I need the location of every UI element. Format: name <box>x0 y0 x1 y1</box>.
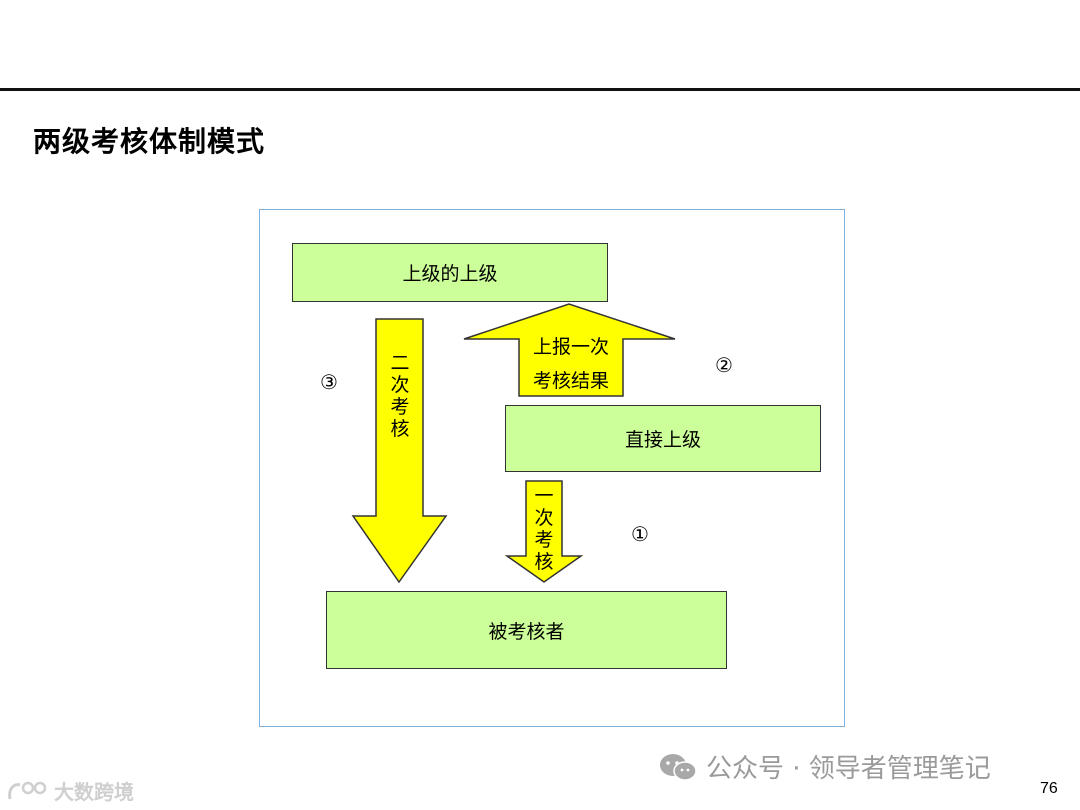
brand-watermark: 大数跨境 <box>6 776 134 805</box>
watermark-text: 公众号 · 领导者管理笔记 <box>706 754 991 784</box>
superior-of-superior-box: 上级的上级 <box>292 243 608 302</box>
brand-text: 大数跨境 <box>54 780 134 804</box>
marker-two: ② <box>715 353 733 377</box>
page-number: 76 <box>1040 780 1058 797</box>
first-review-label: 一 次 考 核 <box>534 485 554 573</box>
header-rule <box>0 88 1080 91</box>
diagram-frame <box>259 209 845 727</box>
report-label: 上报一次 考核结果 <box>532 336 609 392</box>
report-arrow <box>463 303 676 397</box>
first-review-arrow <box>504 480 584 583</box>
wechat-icon <box>660 753 697 781</box>
second-review-arrow <box>351 318 448 584</box>
brand-logo-icon <box>8 781 47 799</box>
appraisee-box: 被考核者 <box>326 591 727 669</box>
direct-superior-box: 直接上级 <box>505 405 821 472</box>
superior-of-superior-label: 上级的上级 <box>402 263 498 285</box>
page-title: 两级考核体制模式 <box>33 125 266 158</box>
marker-three: ③ <box>320 370 338 394</box>
appraisee-label: 被考核者 <box>488 620 565 643</box>
direct-superior-label: 直接上级 <box>624 429 701 451</box>
watermark: 公众号 · 领导者管理笔记 <box>658 748 991 785</box>
marker-one: ① <box>631 522 649 546</box>
second-review-label: 二 次 考 核 <box>390 352 410 440</box>
